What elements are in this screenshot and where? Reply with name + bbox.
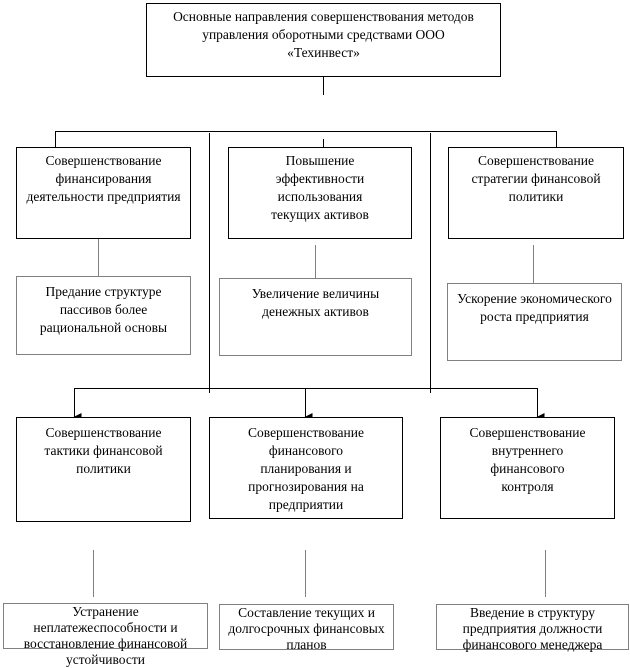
direction-box-current-assets: Повышение эффективности использования те… <box>228 147 412 239</box>
detail-label: Составление текущих и долгосрочных финан… <box>228 605 385 652</box>
direction-label: Совершенствование внутреннего финансовог… <box>469 425 586 494</box>
detail-label: Введение в структуру предприятия должнос… <box>462 605 603 652</box>
root-box: Основные направления совершенствования м… <box>146 3 501 77</box>
direction-label: Совершенствование тактики финансовой пол… <box>44 425 163 476</box>
direction-label: Совершенствование стратегии финансовой п… <box>471 153 601 204</box>
detail-box-plans: Составление текущих и долгосрочных финан… <box>219 604 394 652</box>
detail-box-solvency: Устранение неплатежеспособности и восста… <box>3 603 208 667</box>
detail-box-cash: Увеличение величины денежных активов <box>219 278 412 356</box>
detail-box-liabilities: Предание структуре пассивов более рацион… <box>16 276 191 355</box>
direction-box-tactics: Совершенствование тактики финансовой пол… <box>16 417 191 522</box>
direction-box-financing: Совершенствование финансирования деятель… <box>16 147 191 239</box>
detail-box-manager: Введение в структуру предприятия должнос… <box>436 604 629 652</box>
direction-box-strategy: Совершенствование стратегии финансовой п… <box>448 147 624 239</box>
detail-label: Ускорение экономического роста предприят… <box>457 291 612 324</box>
detail-label: Предание структуре пассивов более рацион… <box>39 284 168 335</box>
direction-label: Повышение эффективности использования те… <box>271 153 369 222</box>
direction-box-control: Совершенствование внутреннего финансовог… <box>440 417 615 519</box>
root-title: Основные направления совершенствования м… <box>173 9 474 60</box>
direction-label: Совершенствование финансового планирован… <box>248 425 364 512</box>
detail-label: Устранение неплатежеспособности и восста… <box>23 604 188 667</box>
detail-label: Увеличение величины денежных активов <box>251 286 380 319</box>
detail-box-growth: Ускорение экономического роста предприят… <box>447 283 622 361</box>
direction-label: Совершенствование финансирования деятель… <box>26 153 181 204</box>
direction-box-planning: Совершенствование финансового планирован… <box>209 417 403 519</box>
